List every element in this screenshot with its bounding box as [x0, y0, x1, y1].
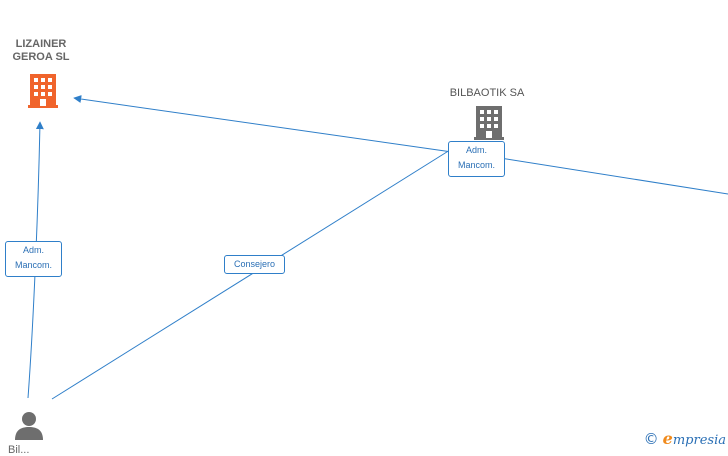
edge-bilbaotik-offscreen: [499, 157, 728, 195]
node-label-person: Bil...: [8, 444, 30, 456]
brand-footer: ©empresia: [644, 429, 726, 448]
edge-person-bilbaotik: [51, 149, 451, 400]
brand-name: mpresia: [672, 433, 726, 448]
copyright-icon: ©: [643, 430, 659, 448]
brand-initial: e: [662, 429, 673, 448]
building-icon[interactable]: [28, 74, 58, 108]
edge-label-person-lizainer[interactable]: Adm. Mancom.: [5, 241, 62, 277]
edge-label-bilbaotik-lizainer[interactable]: Adm. Mancom.: [448, 141, 505, 177]
edge-bilbaotik-lizainer: [73, 95, 453, 153]
edge-label-person-bilbaotik[interactable]: Consejero: [224, 255, 285, 274]
node-label-bilbaotik: BILBAOTIK SA: [449, 87, 525, 99]
node-label-lizainer: LIZAINER GEROA SL: [12, 38, 70, 63]
building-icon[interactable]: [474, 106, 504, 140]
person-icon[interactable]: [14, 410, 44, 440]
